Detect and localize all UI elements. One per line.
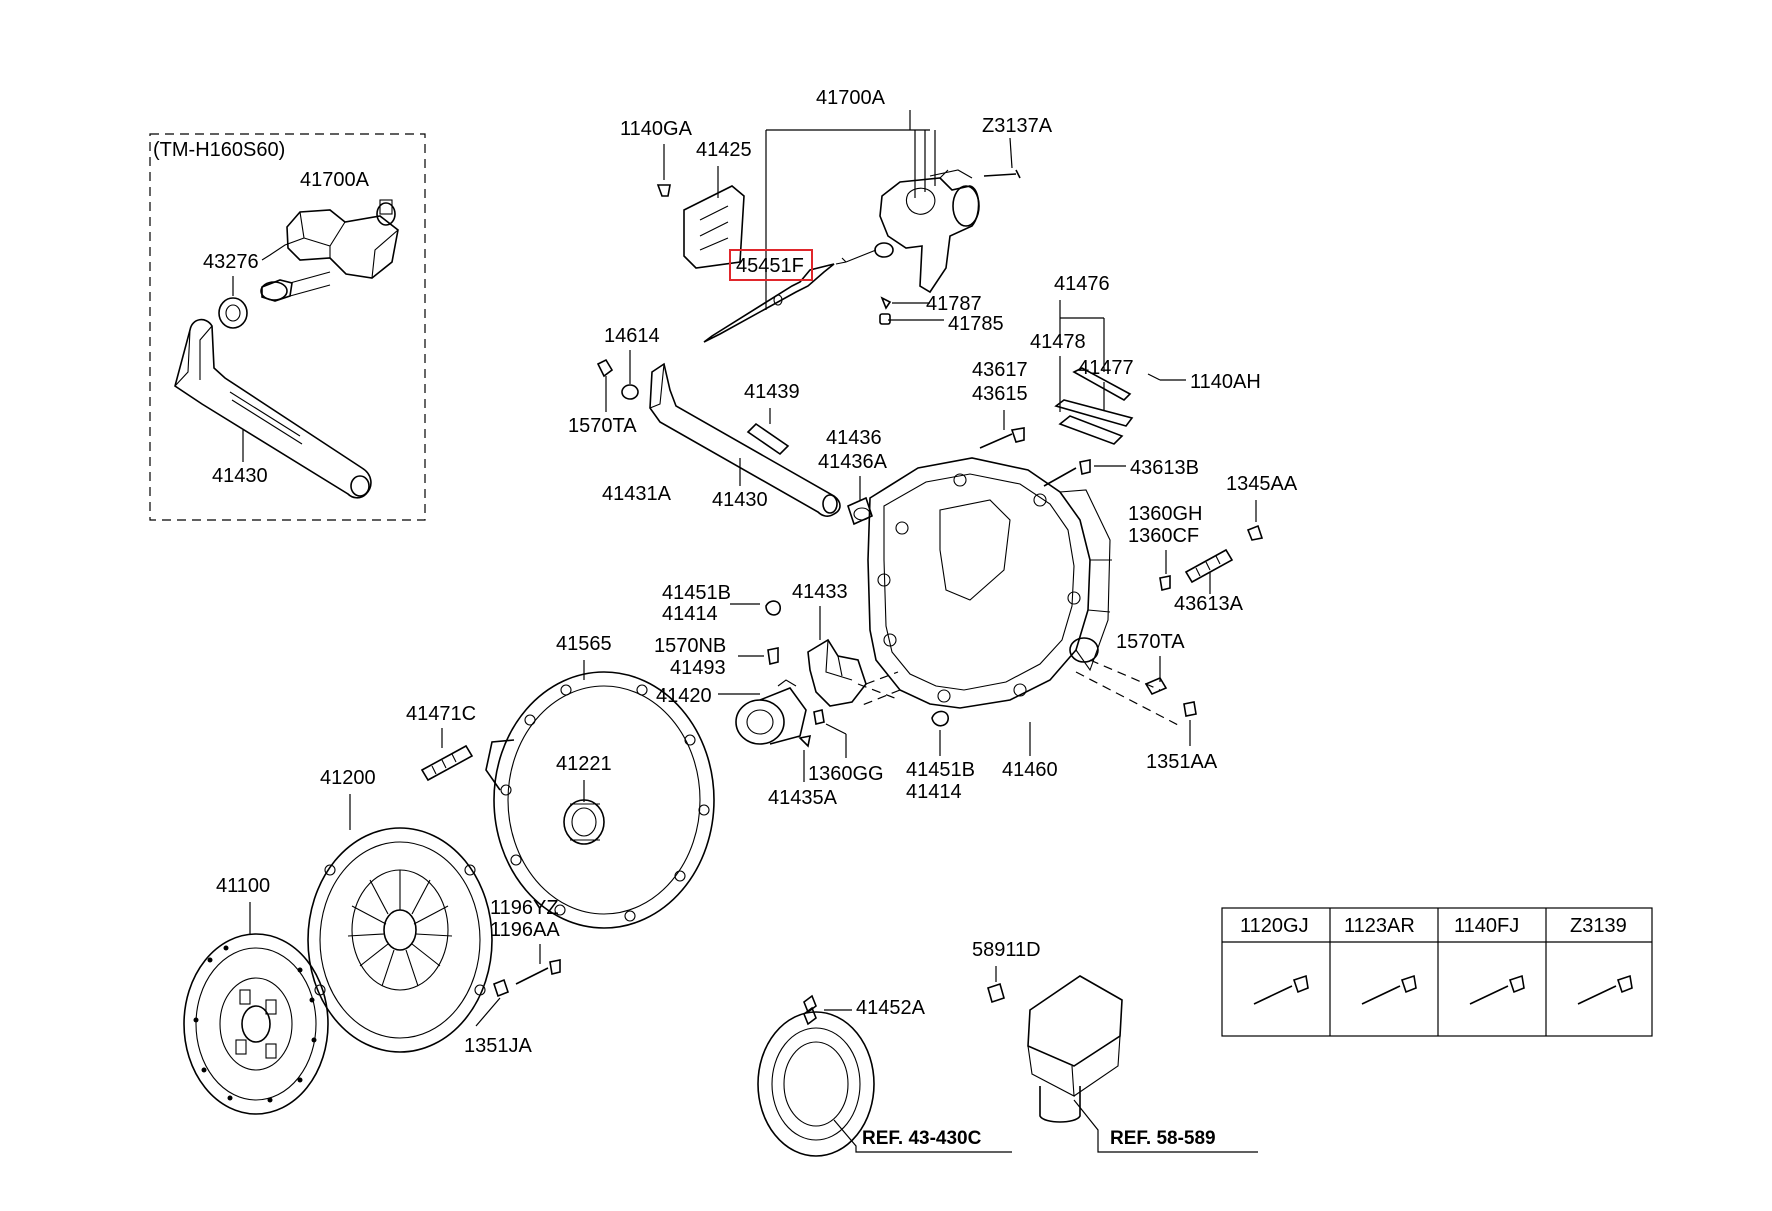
ref-58-589[interactable]: REF. 58-589: [1110, 1128, 1216, 1149]
callout-41451B-lower: 41451B: [906, 759, 975, 781]
callout-1140AH: 1140AH: [1190, 371, 1261, 393]
callout-41425: 41425: [696, 139, 752, 161]
callout-41476: 41476: [1054, 273, 1110, 295]
callout-43613A: 43613A: [1174, 593, 1244, 615]
callout-1351JA: 1351JA: [464, 1035, 532, 1057]
callout-1360CF: 1360CF: [1128, 525, 1199, 547]
callout-1570TA-lower: 1570TA: [1116, 631, 1185, 653]
clutch-housing: 41460 1570TA 1351AA: [859, 457, 1218, 781]
callout-58911D: 58911D: [972, 939, 1041, 961]
callout-41477: 41477: [1078, 357, 1134, 379]
callout-41414-lower: 41414: [906, 781, 962, 803]
callout-41565: 41565: [556, 633, 612, 655]
callout-1570NB: 1570NB: [654, 635, 726, 657]
callout-1196YZ: 1196YZ: [490, 897, 559, 919]
release-bearing-area: 41451B 41414 41433 1570NB 41493 41420 13…: [654, 581, 975, 809]
bolt-icon-Z3139: [1577, 974, 1633, 1005]
speed-sensor-group: 41452A REF. 43-430C 58911D REF. 58-589: [757, 939, 1258, 1157]
callout-1196AA: 1196AA: [490, 919, 560, 941]
callout-41200: 41200: [320, 767, 376, 789]
callout-41452A: 41452A: [856, 997, 926, 1019]
release-fork-variant-drawing: [174, 318, 372, 499]
callout-41430-variant: 41430: [212, 465, 268, 487]
callout-41431A: 41431A: [602, 483, 672, 505]
callout-41100: 41100: [216, 875, 270, 897]
callout-43617: 43617: [972, 359, 1028, 381]
callout-45451F[interactable]: 45451F: [736, 255, 804, 277]
pressure-plate: 41200: [307, 767, 493, 1053]
callout-1360GH: 1360GH: [1128, 503, 1203, 525]
callout-41787: 41787: [926, 293, 982, 315]
release-fork-shaft: 14614 1570TA 41439 41436 41436A 41431A 4…: [568, 325, 888, 526]
callout-41478: 41478: [1030, 331, 1086, 353]
bolt-table-header-4: Z3139: [1570, 915, 1627, 937]
bolt-icon-1120GJ: [1253, 974, 1309, 1005]
clutch-slave-assembly: 41700A 41787 41785 Z3137A 1140GA 41425 4…: [620, 87, 1053, 343]
bolt-icon-1140FJ: [1469, 974, 1525, 1005]
callout-43615: 43615: [972, 383, 1028, 405]
variant-box: (TM-H160S60) 41700A 43276 41430: [149, 133, 426, 521]
callout-41436A: 41436A: [818, 451, 888, 473]
callout-41785: 41785: [948, 313, 1004, 335]
callout-43276: 43276: [203, 251, 259, 273]
callout-41420: 41420: [656, 685, 712, 707]
callout-1345AA: 1345AA: [1226, 473, 1298, 495]
pressure-plate-bolts: 1196YZ 1196AA 1351JA: [464, 897, 561, 1057]
variant-dashed-border: [149, 133, 426, 521]
callout-Z3137A: Z3137A: [982, 115, 1053, 137]
callout-41439: 41439: [744, 381, 800, 403]
clutch-disc: 41100: [183, 875, 329, 1115]
variant-label: (TM-H160S60): [153, 139, 285, 161]
callout-1351AA: 1351AA: [1146, 751, 1218, 773]
flywheel-cover: 41565 41221 41471C: [406, 633, 715, 929]
callout-41414-upper: 41414: [662, 603, 718, 625]
callout-41435A: 41435A: [768, 787, 838, 809]
slave-cylinder-variant-drawing: [218, 199, 399, 329]
callout-41460: 41460: [1002, 759, 1058, 781]
callout-41700A: 41700A: [816, 87, 886, 109]
bolt-table-header-1: 1120GJ: [1240, 915, 1309, 937]
callout-41430: 41430: [712, 489, 768, 511]
bolt-table-frame: [1221, 907, 1653, 1037]
bolt-icon-1123AR: [1361, 974, 1417, 1005]
housing-fasteners: 41476 41478 41477 1140AH 43617 43615 436…: [972, 273, 1298, 615]
callout-1570TA-upper: 1570TA: [568, 415, 637, 437]
callout-41471C: 41471C: [406, 703, 476, 725]
callout-41436: 41436: [826, 427, 882, 449]
highlight-frame-45451F[interactable]: [729, 249, 813, 281]
callout-41433: 41433: [792, 581, 848, 603]
callout-1360GG: 1360GG: [808, 763, 884, 785]
callout-1140GA: 1140GA: [620, 118, 693, 140]
callout-14614: 14614: [604, 325, 660, 347]
callout-41493: 41493: [670, 657, 726, 679]
bolt-table-header-3: 1140FJ: [1454, 915, 1519, 937]
bolt-table: 1120GJ 1123AR 1140FJ Z3139: [1221, 907, 1653, 1037]
ref-43-430C[interactable]: REF. 43-430C: [862, 1128, 982, 1149]
callout-41451B-upper: 41451B: [662, 582, 731, 604]
callout-43613B: 43613B: [1130, 457, 1199, 479]
bolt-table-header-2: 1123AR: [1344, 915, 1415, 937]
callout-41221: 41221: [556, 753, 612, 775]
callout-41700A-variant: 41700A: [300, 169, 370, 191]
